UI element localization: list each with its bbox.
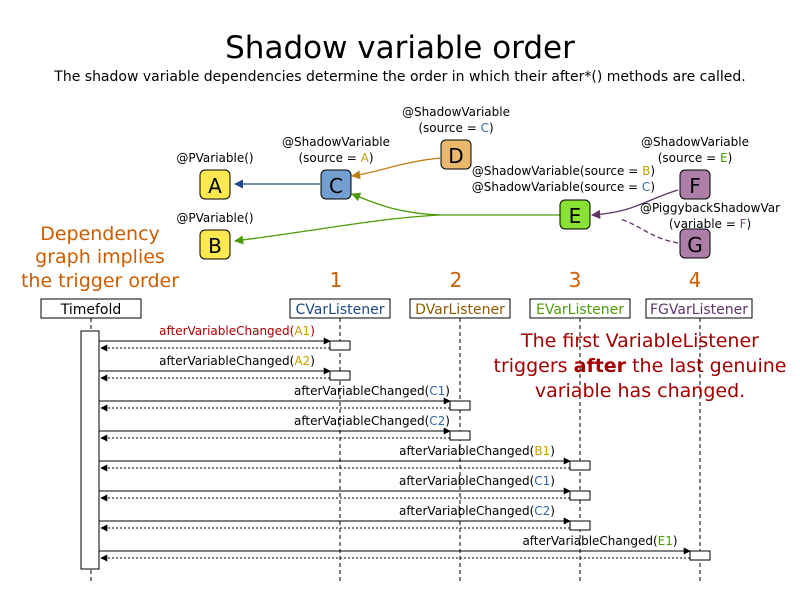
node-d — [440, 139, 472, 170]
node-c — [320, 169, 352, 200]
activation-e-3 — [569, 520, 591, 531]
lifeline-header-cvarlistener — [289, 298, 391, 319]
page-title: Shadow variable order — [225, 30, 575, 66]
message-label-7: afterVariableChanged(C2) — [399, 504, 555, 518]
message-label-6: afterVariableChanged(C1) — [399, 474, 555, 488]
node-a — [199, 169, 231, 200]
annotation-e-line2: @ShadowVariable(source = C) — [472, 180, 655, 194]
annotation-f-line2: (source = E) — [658, 151, 733, 165]
edge-f-to-e — [591, 189, 679, 219]
activation-e-2 — [569, 490, 591, 501]
node-f — [679, 169, 711, 200]
lifeline-header-evarlistener — [529, 298, 631, 319]
activation-fg-1 — [689, 550, 711, 561]
node-g — [679, 228, 711, 259]
activation-c-1 — [329, 340, 351, 351]
activation-d-1 — [449, 400, 471, 411]
message-label-4: afterVariableChanged(C2) — [294, 414, 450, 428]
trigger-note-line3: variable has changed. — [535, 380, 745, 402]
node-e — [559, 199, 591, 230]
node-f-label: F — [689, 174, 701, 198]
edge-d-to-c — [351, 157, 441, 180]
lifeline-label-dvarlistener: DVarListener — [415, 302, 505, 318]
activation-c-2 — [329, 370, 351, 381]
node-e-label: E — [569, 204, 582, 228]
dependency-note-line2: graph implies — [35, 246, 165, 268]
message-label-1: afterVariableChanged(A1) — [159, 324, 315, 338]
edge-g-to-e — [619, 218, 679, 244]
annotation-a: @PVariable() — [176, 151, 253, 165]
trigger-note-line2: triggers after the last genuine — [494, 355, 787, 377]
annotation-c-line1: @ShadowVariable — [282, 135, 390, 149]
lifeline-header-dvarlistener — [409, 298, 511, 319]
page-subtitle: The shadow variable dependencies determi… — [54, 69, 746, 85]
order-number-1: 1 — [330, 268, 343, 292]
message-label-3: afterVariableChanged(C1) — [294, 384, 450, 398]
node-a-label: A — [208, 174, 222, 198]
message-label-8: afterVariableChanged(E1) — [522, 534, 677, 548]
activation-d-2 — [449, 430, 471, 441]
node-g-label: G — [687, 233, 703, 257]
order-number-2: 2 — [450, 268, 463, 292]
lifeline-header-fgvarlistener — [645, 298, 753, 319]
dependency-note-line1: Dependency — [40, 223, 160, 245]
order-number-3: 3 — [569, 268, 582, 292]
order-number-4: 4 — [689, 268, 702, 292]
edge-e-to-b — [234, 214, 441, 245]
lifeline-label-cvarlistener: CVarListener — [296, 302, 385, 318]
annotation-f-line1: @ShadowVariable — [641, 135, 749, 149]
lifeline-label-evarlistener: EVarListener — [536, 302, 624, 318]
dependency-note-line3: the trigger order — [21, 270, 179, 292]
annotation-d-line1: @ShadowVariable — [402, 105, 510, 119]
annotation-g-line1: @PiggybackShadowVar — [640, 201, 780, 215]
activation-timefold — [80, 330, 100, 570]
trigger-note-line1: The first VariableListener — [520, 330, 759, 352]
edge-e-to-c — [351, 192, 560, 216]
node-c-label: C — [329, 174, 343, 198]
node-b-label: B — [208, 234, 222, 258]
message-label-5: afterVariableChanged(B1) — [399, 444, 555, 458]
node-d-label: D — [448, 144, 463, 168]
annotation-d-line2: (source = C) — [418, 121, 493, 135]
annotation-c-line2: (source = A) — [298, 151, 373, 165]
lifeline-label-timefold: Timefold — [60, 302, 122, 318]
activation-e-1 — [569, 460, 591, 471]
node-b — [199, 229, 231, 260]
annotation-b: @PVariable() — [176, 211, 253, 225]
annotation-g-line2: (variable = F) — [669, 217, 751, 231]
annotation-e-line1: @ShadowVariable(source = B) — [472, 164, 655, 178]
lifeline-header-timefold — [40, 298, 142, 319]
lifeline-label-fgvarlistener: FGVarListener — [650, 302, 748, 318]
message-label-2: afterVariableChanged(A2) — [159, 354, 315, 368]
